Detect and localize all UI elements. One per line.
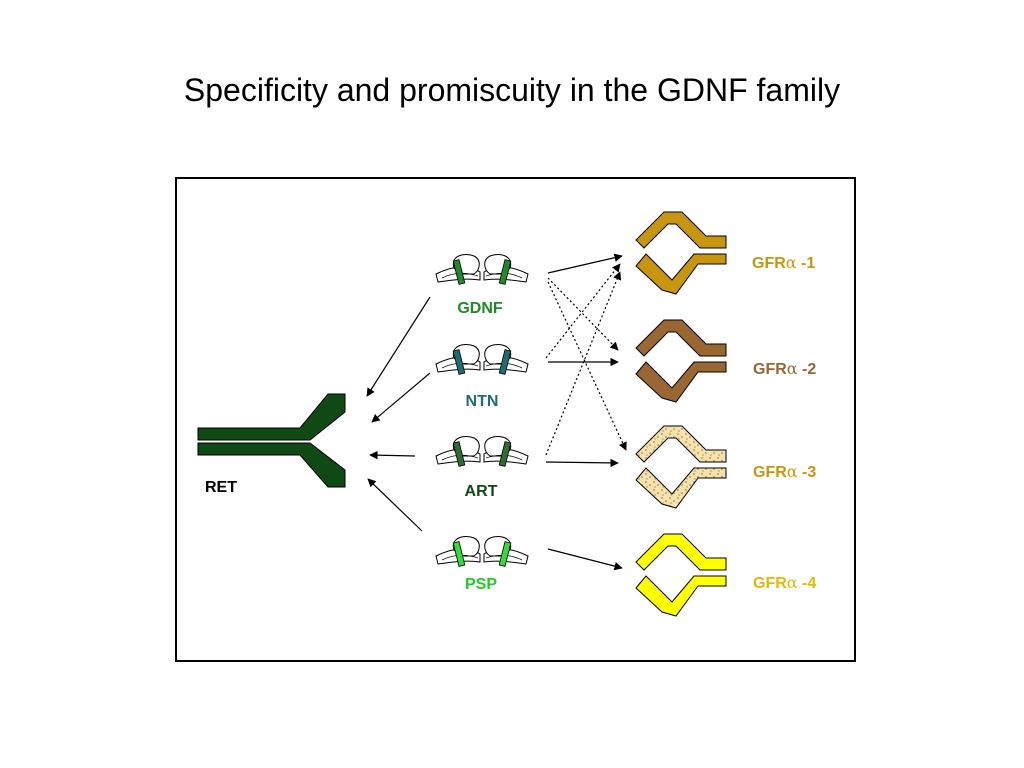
gfra-upper-chevron — [635, 211, 727, 249]
arrow-ntn-gfra1 — [545, 263, 621, 359]
arrow-gdnf-gfra1 — [547, 253, 623, 274]
arrow-art-gfra3 — [545, 458, 619, 468]
ret-binding-arrows — [366, 296, 431, 532]
arrow-psp-gfra4 — [547, 548, 623, 571]
gdnf-label: GDNF — [457, 300, 503, 317]
ligand-helix — [452, 441, 466, 467]
secondary-binding-arrows — [545, 263, 627, 456]
slide-title: Specificity and promiscuity in the GDNF … — [183, 72, 841, 108]
gfra4-label: GFRα -4 — [753, 573, 816, 592]
art-dimer — [435, 436, 529, 467]
ligand-helix — [498, 259, 512, 285]
gfra1-label: GFRα -1 — [752, 253, 815, 272]
gfra-lower-chevron — [635, 575, 727, 617]
ntn-dimer — [435, 344, 529, 375]
gfra-upper-chevron — [635, 319, 727, 357]
ret-receptor — [197, 393, 346, 488]
ntn-label: NTN — [466, 393, 499, 410]
gfra2-label: GFRα -2 — [753, 359, 816, 378]
ligand-helix — [498, 349, 512, 375]
gfra-upper-chevron — [635, 425, 727, 463]
gfra1-coreceptor — [635, 211, 727, 295]
arrow-art-gfra1 — [545, 271, 622, 456]
ret-label: RET — [205, 479, 237, 496]
gfra4-coreceptor — [635, 533, 727, 617]
gfra-lower-chevron — [635, 253, 727, 295]
gfra3-label: GFRα -3 — [753, 462, 816, 481]
arrow-psp-ret — [367, 478, 423, 532]
ligand-helix — [498, 541, 512, 567]
ligand-helix — [498, 441, 512, 467]
ret-lower-arm — [197, 442, 346, 488]
gfra-lower-chevron — [635, 361, 727, 403]
gfra-lower-chevron — [635, 467, 727, 509]
gfra-upper-chevron — [635, 533, 727, 571]
psp-dimer — [435, 536, 529, 567]
arrow-gdnf-ret — [366, 296, 431, 397]
psp-label: PSP — [465, 576, 497, 593]
gdnf-dimer — [435, 254, 529, 285]
gfra2-coreceptor — [635, 319, 727, 403]
arrow-art-ret — [369, 450, 416, 460]
arrow-gdnf-gfra2 — [547, 277, 619, 351]
ligand-helix — [452, 541, 466, 567]
arrow-gdnf-gfra3 — [547, 281, 627, 451]
art-label: ART — [465, 483, 498, 500]
diagram-frame — [175, 177, 856, 662]
ligand-helix — [452, 259, 466, 285]
ret-upper-arm — [197, 393, 346, 441]
arrow-ntn-ret — [371, 372, 431, 423]
gfra3-coreceptor — [635, 425, 727, 509]
ligand-helix — [452, 349, 466, 375]
